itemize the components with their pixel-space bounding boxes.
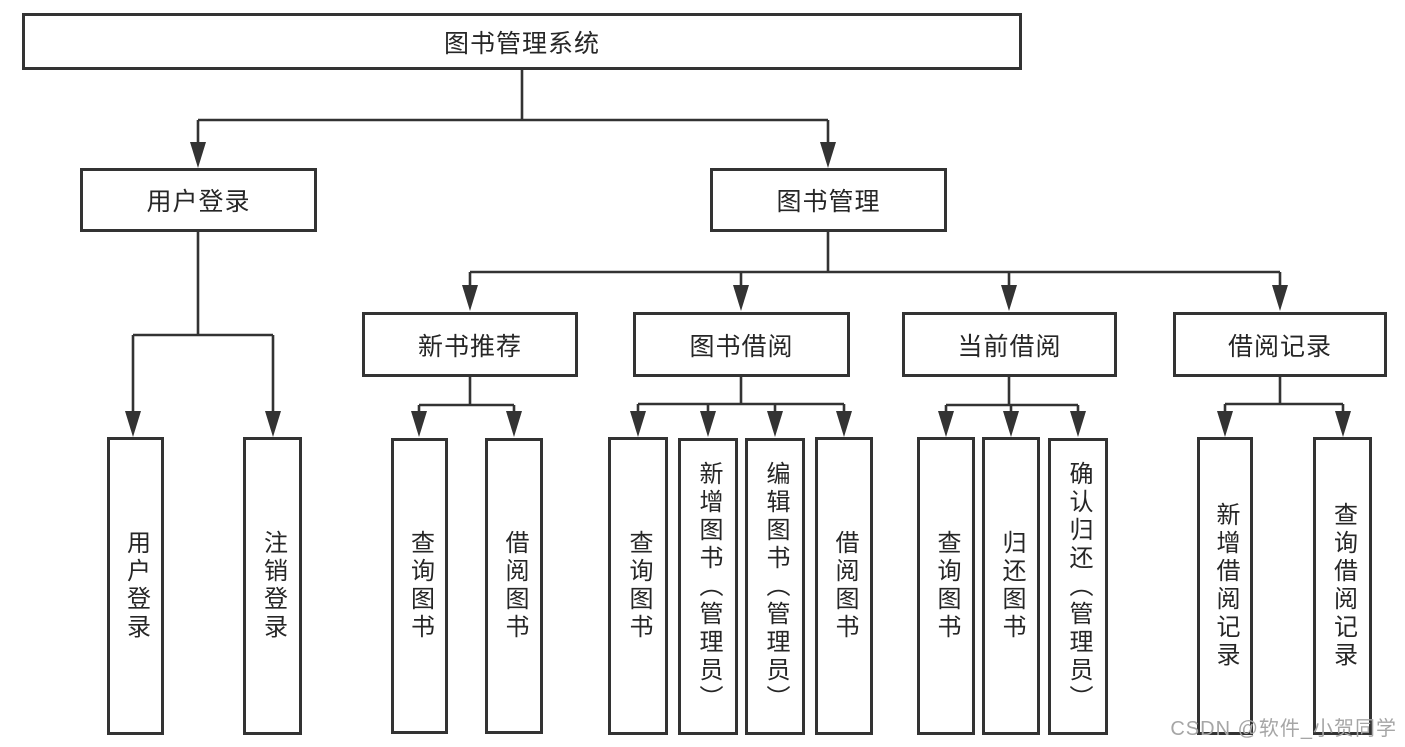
- node-leaf-query-book-1: 查询图书: [391, 438, 448, 734]
- node-label: 借阅图书: [501, 530, 528, 642]
- node-user-login: 用户登录: [80, 168, 317, 232]
- node-new-book-rec: 新书推荐: [362, 312, 578, 377]
- node-label: 查询图书: [933, 530, 960, 642]
- node-label: 图书借阅: [689, 332, 794, 361]
- watermark: CSDN @软件_小贺同学: [1170, 718, 1397, 740]
- node-leaf-confirm-return: 确认归还（管理员）: [1048, 438, 1108, 735]
- node-label: 注销登录: [259, 530, 287, 642]
- node-label: 借阅记录: [1227, 332, 1332, 361]
- node-book-mgmt: 图书管理: [710, 168, 947, 232]
- node-current-borrow: 当前借阅: [902, 312, 1117, 377]
- node-label: 查询借阅记录: [1329, 502, 1357, 670]
- node-label: 新书推荐: [417, 332, 522, 361]
- edge-book-borrow-to-leaves: [630, 377, 852, 437]
- edge-book-mgmt-to-level3: [462, 232, 1288, 311]
- node-label: 用户登录: [146, 188, 251, 216]
- node-label: 用户登录: [122, 530, 150, 642]
- node-leaf-add-record: 新增借阅记录: [1197, 437, 1253, 735]
- node-label: 图书管理系统: [443, 29, 600, 58]
- node-label: 借阅图书: [831, 530, 858, 642]
- node-label: 确认归还（管理员）: [1065, 460, 1092, 713]
- edge-root-to-level2: [190, 70, 836, 168]
- node-label: 查询图书: [625, 530, 652, 642]
- node-leaf-query-book-3: 查询图书: [917, 437, 975, 735]
- node-leaf-user-login: 用户登录: [107, 437, 164, 735]
- edge-new-book-rec-to-leaves: [411, 377, 522, 437]
- node-leaf-query-book-2: 查询图书: [608, 437, 668, 735]
- node-label: 新增借阅记录: [1212, 502, 1239, 670]
- edge-user-login-to-leaves: [125, 232, 281, 437]
- edge-borrow-records-to-leaves: [1217, 377, 1351, 437]
- node-book-borrow: 图书借阅: [633, 312, 850, 377]
- edge-current-borrow-to-leaves: [938, 377, 1086, 437]
- node-label: 新增图书（管理员）: [695, 460, 722, 713]
- node-root: 图书管理系统: [22, 13, 1022, 70]
- node-leaf-return-book: 归还图书: [982, 437, 1040, 735]
- node-leaf-logout: 注销登录: [243, 437, 302, 735]
- node-leaf-query-record: 查询借阅记录: [1313, 437, 1372, 735]
- node-leaf-add-book: 新增图书（管理员）: [678, 438, 738, 735]
- node-leaf-edit-book: 编辑图书（管理员）: [745, 438, 805, 735]
- node-label: 编辑图书（管理员）: [762, 460, 789, 713]
- node-borrow-records: 借阅记录: [1173, 312, 1387, 377]
- node-label: 查询图书: [406, 530, 434, 642]
- node-leaf-borrow-book-2: 借阅图书: [815, 437, 873, 735]
- node-label: 当前借阅: [957, 332, 1062, 361]
- node-leaf-borrow-book-1: 借阅图书: [485, 438, 543, 734]
- node-label: 归还图书: [998, 530, 1025, 642]
- node-label: 图书管理: [776, 188, 881, 216]
